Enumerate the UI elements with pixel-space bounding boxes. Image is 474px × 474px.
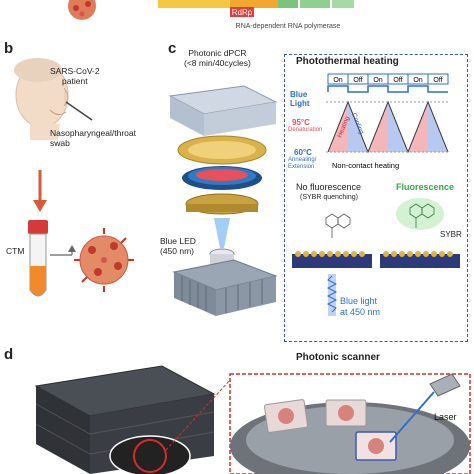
scanner-title: Photonic scanner [296, 352, 380, 363]
rdrp-caption: RNA-dependent RNA polymerase [236, 23, 341, 30]
panel-d-letter: d [4, 346, 14, 363]
sybr-quench-label: (SYBR quenching) [300, 194, 358, 201]
on-off-4: On [413, 77, 422, 84]
patient-label: SARS-CoV-2 patient [50, 66, 100, 86]
rdrp-box [230, 7, 254, 17]
virus-icon [74, 228, 134, 292]
virus-icon-top [68, 0, 96, 20]
blue-light-beam [326, 274, 338, 316]
scanner-device-icon [34, 365, 216, 474]
on-off-indicator: On Off On Off On Off [327, 73, 449, 93]
panel-c-letter: c [168, 40, 177, 57]
device-title: Photonic dPCR (<8 min/40cycles) [184, 48, 251, 68]
photothermal-box [284, 54, 468, 342]
led-label: Blue LED (450 nm) [160, 236, 196, 256]
fluor-label: Fluorescence [396, 182, 455, 192]
on-off-0: On [333, 77, 342, 84]
no-fluor-label: No fluorescence [296, 182, 362, 192]
panel-a-graphic: RdRp RNA-dependent RNA polymerase [68, 0, 354, 30]
genome-segment-green-3 [332, 0, 354, 8]
temp-high-label: 95°C [292, 118, 310, 127]
blue-light-450-label: Blue light at 450 nm [340, 296, 381, 317]
zoom-box [229, 373, 471, 474]
photothermal-graphic: On Off On Off On Off Heating Cooling Non… [292, 73, 460, 316]
temp-high-sub: Denaturation [288, 127, 323, 133]
panel-b-graphic [14, 58, 134, 297]
dpcr-device-graphic [168, 85, 278, 316]
laser-icon [389, 373, 461, 443]
zoom-line [165, 379, 231, 451]
on-off-5: Off [433, 77, 442, 84]
on-off-1: Off [353, 77, 362, 84]
genome-segment-yellow [158, 0, 230, 8]
on-off-3: Off [393, 77, 402, 84]
thermal-cycle-plot: Heating Cooling [326, 100, 450, 154]
heating-title: Photothermal heating [296, 56, 399, 67]
sybr-molecule-quenched-icon [325, 213, 351, 238]
down-arrow-icon [33, 170, 47, 212]
noncontact-label: Non-contact heating [332, 161, 399, 170]
sybr-label: SYBR [440, 230, 462, 239]
no-fluorescence-array [292, 251, 372, 268]
temp-low-label: 60°C [294, 148, 312, 157]
sybr-molecule-fluorescent-icon [409, 203, 435, 228]
blue-light-label: Blue Light [290, 90, 310, 108]
scanner-graphic [34, 365, 471, 474]
on-off-2: On [373, 77, 382, 84]
laser-label: Laser [434, 412, 457, 422]
ctm-label: CTM [6, 246, 25, 256]
rdrp-label: RdRp [232, 8, 253, 17]
zoomed-disk [230, 399, 470, 474]
genome-segment-green-2 [300, 0, 330, 8]
genome-segment-orange [230, 0, 278, 8]
swab-icon [65, 101, 93, 121]
right-arrow-icon [50, 245, 76, 256]
patient-head-icon [14, 58, 69, 140]
panel-a-remnant: RdRp RNA-dependent RNA polymerase [0, 0, 474, 34]
genome-segment-green-1 [278, 0, 298, 8]
panel-b-letter: b [4, 40, 14, 57]
fluorescence-array [380, 198, 460, 268]
ctm-tube-icon [28, 220, 48, 297]
temp-low-sub: Annealing/ Extension [288, 157, 317, 170]
swab-label: Nasopharyngeal/throat swab [50, 128, 137, 148]
